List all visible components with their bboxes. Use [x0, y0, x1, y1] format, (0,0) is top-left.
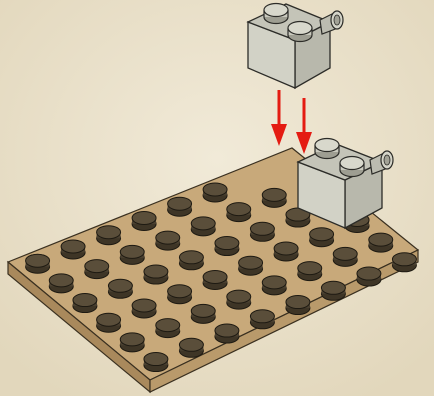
plate-stud	[190, 303, 216, 324]
plate-stud	[320, 280, 346, 301]
plate-stud	[332, 246, 358, 267]
plate-stud	[72, 293, 98, 314]
plate-stud	[309, 227, 335, 248]
plate-stud	[273, 241, 299, 262]
plate-stud	[155, 318, 181, 339]
plate-stud	[131, 298, 157, 319]
plate-stud	[60, 239, 86, 260]
brick-stud	[287, 20, 313, 43]
brick-stud	[314, 137, 340, 160]
placement-arrow-right	[296, 98, 312, 154]
plate-stud	[190, 216, 216, 237]
plate-stud	[119, 244, 145, 265]
plate-stud	[226, 202, 252, 223]
plate-stud	[261, 187, 287, 208]
brick-pin	[369, 150, 394, 175]
plate-stud	[261, 275, 287, 296]
plate-stud	[238, 255, 264, 276]
placement-arrow-left	[271, 90, 287, 146]
plate-stud	[25, 253, 51, 274]
plate-stud	[214, 323, 240, 344]
plate-stud	[119, 332, 145, 353]
gray-brick-placed	[296, 137, 394, 230]
brick-pin	[319, 10, 344, 35]
plate-stud	[249, 221, 275, 242]
plate-stud	[167, 284, 193, 305]
plate-stud	[202, 269, 228, 290]
plate-stud	[285, 207, 311, 228]
plate-stud	[143, 264, 169, 285]
plate-stud	[96, 225, 122, 246]
gray-brick-floating	[246, 2, 344, 90]
plate-stud	[48, 273, 74, 294]
plate-stud	[84, 259, 110, 280]
plate-stud	[226, 289, 252, 310]
plate-stud	[214, 236, 240, 257]
plate-stud	[143, 352, 169, 373]
plate-stud	[96, 312, 122, 333]
plate-stud	[249, 309, 275, 330]
plate-stud	[107, 278, 133, 299]
brick-stud	[339, 155, 365, 178]
plate-stud	[167, 196, 193, 217]
plate-stud	[131, 210, 157, 231]
plate-stud	[178, 337, 204, 358]
plate-stud	[297, 261, 323, 282]
plate-stud	[391, 252, 417, 273]
brick-stud	[263, 2, 289, 25]
plate-stud	[155, 230, 181, 251]
plate-stud	[356, 266, 382, 287]
plate-stud	[368, 232, 394, 253]
plate-stud	[178, 250, 204, 271]
plate-stud	[202, 182, 228, 203]
plate-stud	[285, 295, 311, 316]
